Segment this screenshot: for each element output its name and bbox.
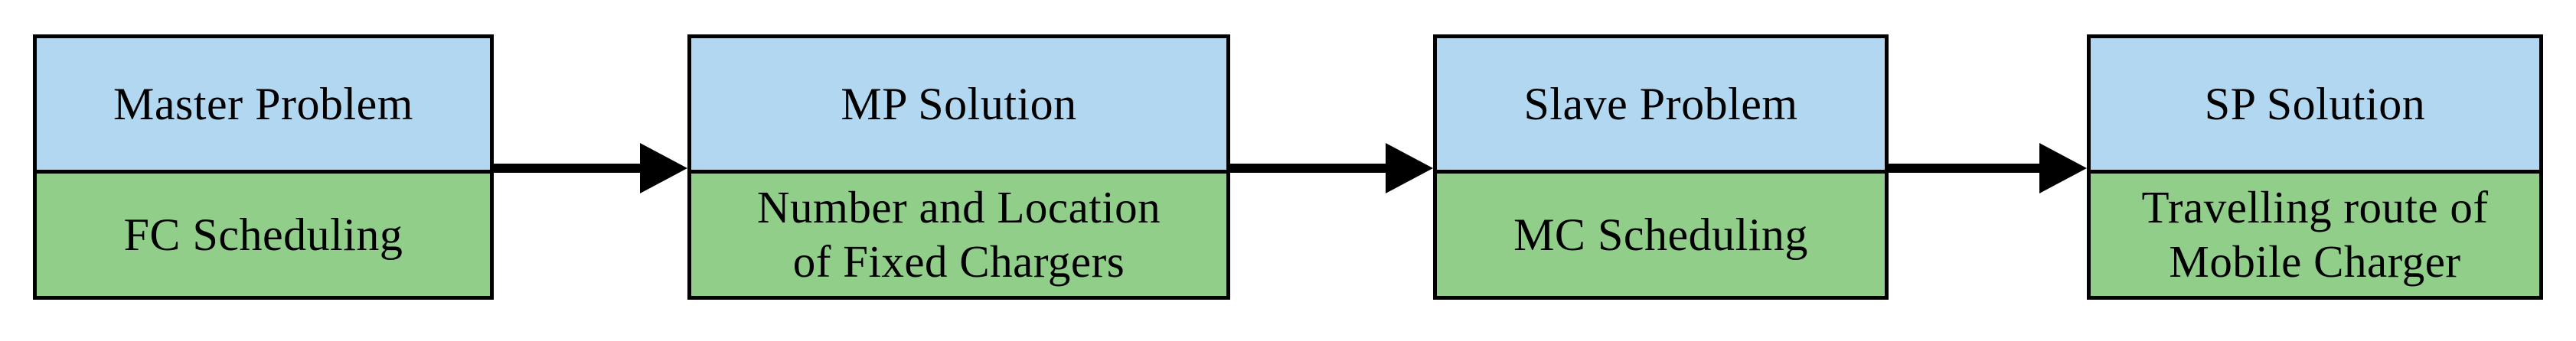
node-master-problem[interactable]: Master Problem FC Scheduling bbox=[33, 34, 494, 300]
node-sp-solution-body: Travelling route of Mobile Charger bbox=[2091, 174, 2539, 296]
arrow-shaft bbox=[1889, 164, 2046, 173]
arrow-head bbox=[2039, 143, 2087, 193]
node-mp-solution-body: Number and Location of Fixed Chargers bbox=[691, 174, 1226, 296]
node-slave-problem-header-label: Slave Problem bbox=[1523, 78, 1798, 129]
arrow-shaft bbox=[1230, 164, 1392, 173]
node-master-problem-body: FC Scheduling bbox=[37, 174, 490, 296]
node-mp-solution-body-label: Number and Location of Fixed Chargers bbox=[756, 182, 1161, 287]
node-mp-solution[interactable]: MP Solution Number and Location of Fixed… bbox=[687, 34, 1230, 300]
node-slave-problem[interactable]: Slave Problem MC Scheduling bbox=[1433, 34, 1889, 300]
node-slave-problem-header: Slave Problem bbox=[1437, 38, 1885, 174]
node-sp-solution-header-label: SP Solution bbox=[2204, 78, 2426, 129]
node-sp-solution-header: SP Solution bbox=[2091, 38, 2539, 174]
node-master-problem-body-label: FC Scheduling bbox=[123, 209, 403, 260]
node-mp-solution-header: MP Solution bbox=[691, 38, 1226, 174]
arrow-head bbox=[1386, 143, 1433, 193]
node-sp-solution-body-label: Travelling route of Mobile Charger bbox=[2141, 182, 2489, 287]
node-mp-solution-header-label: MP Solution bbox=[841, 78, 1077, 129]
node-master-problem-header: Master Problem bbox=[37, 38, 490, 174]
node-slave-problem-body-label: MC Scheduling bbox=[1513, 209, 1808, 260]
node-master-problem-header-label: Master Problem bbox=[113, 78, 413, 129]
arrow-head bbox=[640, 143, 687, 193]
node-slave-problem-body: MC Scheduling bbox=[1437, 174, 1885, 296]
arrow-shaft bbox=[494, 164, 647, 173]
node-sp-solution[interactable]: SP Solution Travelling route of Mobile C… bbox=[2087, 34, 2543, 300]
